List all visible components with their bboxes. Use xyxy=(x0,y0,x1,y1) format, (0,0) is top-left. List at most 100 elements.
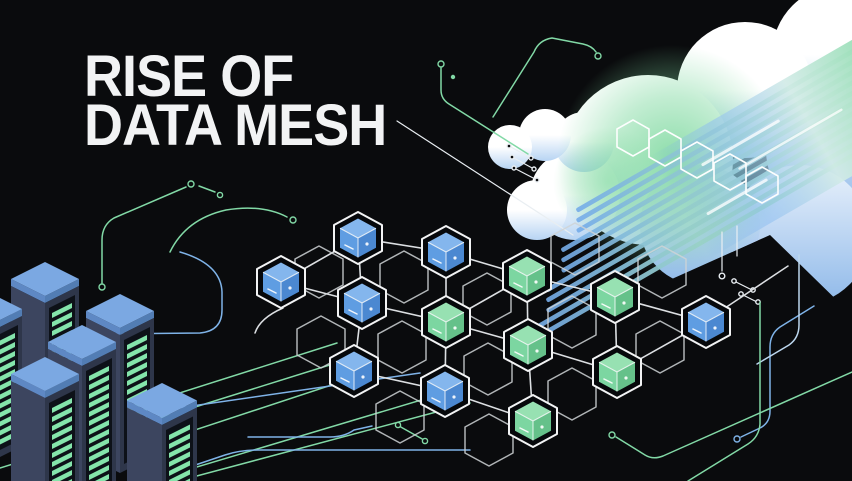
cloud-hexagon-outline xyxy=(680,141,714,179)
tower-vent-stripe xyxy=(89,456,109,471)
circuit-trace xyxy=(440,67,529,155)
trace-terminal-ring xyxy=(506,143,512,149)
tower-vent-stripe xyxy=(89,420,109,435)
server-racks xyxy=(0,262,197,481)
cube-edges xyxy=(343,292,381,323)
tower-cap-rim-right xyxy=(162,400,197,425)
trace-terminal-ring xyxy=(531,166,537,172)
tower-cap-rim-right xyxy=(45,374,79,398)
circuit-trace xyxy=(169,207,288,253)
mesh-extra-line xyxy=(721,265,789,311)
trace-terminal-ring xyxy=(187,180,195,188)
mesh-node-green xyxy=(421,295,471,349)
cube-connector-dot xyxy=(713,326,717,330)
tower-vent-stripe xyxy=(169,451,190,467)
circuit-trace xyxy=(733,280,753,291)
tower-vent-stripe xyxy=(169,460,190,476)
mesh-node-blue xyxy=(329,344,379,398)
cloud-hexagon-outline xyxy=(648,129,682,167)
circuit-trace xyxy=(247,425,373,438)
tower-vent-stripe xyxy=(52,407,72,422)
trace-dot xyxy=(450,74,456,80)
circuit-trace xyxy=(177,402,471,481)
cube-highlight-tick xyxy=(692,328,702,334)
circuit-trace xyxy=(147,449,471,481)
server-tower xyxy=(11,357,79,481)
trace-terminal-ring xyxy=(421,437,429,445)
cube-highlight-tick xyxy=(432,258,442,264)
tower-vent-stripe xyxy=(127,380,147,395)
cube-connector-dot xyxy=(622,301,626,305)
server-tower xyxy=(127,383,197,481)
tower-vent-stripe xyxy=(169,442,190,458)
trace-terminal-ring xyxy=(738,291,744,297)
cube-highlight-tick xyxy=(519,427,529,433)
tower-vent-stripe xyxy=(0,369,15,382)
cube-highlight-tick xyxy=(340,377,350,383)
cube-edges xyxy=(514,410,552,441)
mesh-node-green xyxy=(590,270,640,324)
circuit-trace xyxy=(396,120,574,236)
tower-vent-stripe xyxy=(89,393,109,408)
cube-edges xyxy=(427,311,465,342)
tower-vent-stripe xyxy=(52,312,72,327)
empty-hexagon-cell xyxy=(637,245,687,299)
tower-top-face xyxy=(127,383,197,418)
tower-vent-stripe xyxy=(52,321,72,336)
circuit-trace xyxy=(398,425,425,441)
cube-connector-dot xyxy=(534,280,538,284)
tower-vent-stripe xyxy=(0,333,15,346)
tower-vent-stripe xyxy=(89,384,109,399)
beam-streak xyxy=(706,178,768,216)
cube-connector-dot xyxy=(540,425,544,429)
mesh-extra-line xyxy=(254,307,284,334)
tower-vent-stripe xyxy=(89,411,109,426)
tower-vent-stripe xyxy=(0,360,15,373)
cloud-hexagons xyxy=(616,119,779,204)
tower-top-face xyxy=(48,325,116,359)
trace-terminal-ring xyxy=(528,155,534,161)
cube-connector-dot xyxy=(453,326,457,330)
tower-cap-rim-left xyxy=(11,279,45,303)
cube-edges xyxy=(426,380,464,411)
beam-sheet xyxy=(650,16,852,259)
cube-edges xyxy=(339,227,377,258)
trace-terminal-ring xyxy=(594,52,602,60)
mesh-node-blue xyxy=(420,364,470,418)
cube-connector-dot xyxy=(452,395,456,399)
cube-edges xyxy=(596,286,634,317)
data-beams xyxy=(530,16,852,342)
cube-connector-dot xyxy=(624,376,628,380)
cube-edges xyxy=(262,271,300,302)
cube-connector-dot xyxy=(361,375,365,379)
trace-terminal-ring xyxy=(534,177,540,183)
mesh-node-green xyxy=(503,318,553,372)
mesh-node-green xyxy=(592,345,642,399)
cube-edges xyxy=(427,241,465,272)
cube-highlight-tick xyxy=(432,328,442,334)
tower-vent-stripe xyxy=(89,438,109,453)
mesh-node-blue xyxy=(681,295,731,349)
cube-connector-dot xyxy=(288,286,292,290)
title-line-1: RISE OF xyxy=(84,44,294,109)
tower-vent-stripe xyxy=(89,429,109,444)
tower-vent-stripe xyxy=(95,474,109,481)
cloud-hexagon-outline xyxy=(713,153,747,191)
cube-highlight-tick xyxy=(603,378,613,384)
tower-vent-stripe xyxy=(0,351,15,364)
trace-terminal-ring xyxy=(98,283,106,291)
cube-highlight-tick xyxy=(348,309,358,315)
tower-vent-stripe xyxy=(127,371,147,386)
cube-highlight-tick xyxy=(514,351,524,357)
tower-vent-stripe xyxy=(52,398,72,413)
circuit-trace xyxy=(511,156,535,170)
tower-vent-stripe xyxy=(89,447,109,462)
tower-vent-stripe xyxy=(52,416,72,431)
tower-cap-rim-right xyxy=(82,342,116,366)
tower-top-face xyxy=(0,298,22,320)
mesh-node-blue xyxy=(256,255,306,309)
cube-highlight-tick xyxy=(431,397,441,403)
trace-terminal-ring xyxy=(608,431,616,439)
